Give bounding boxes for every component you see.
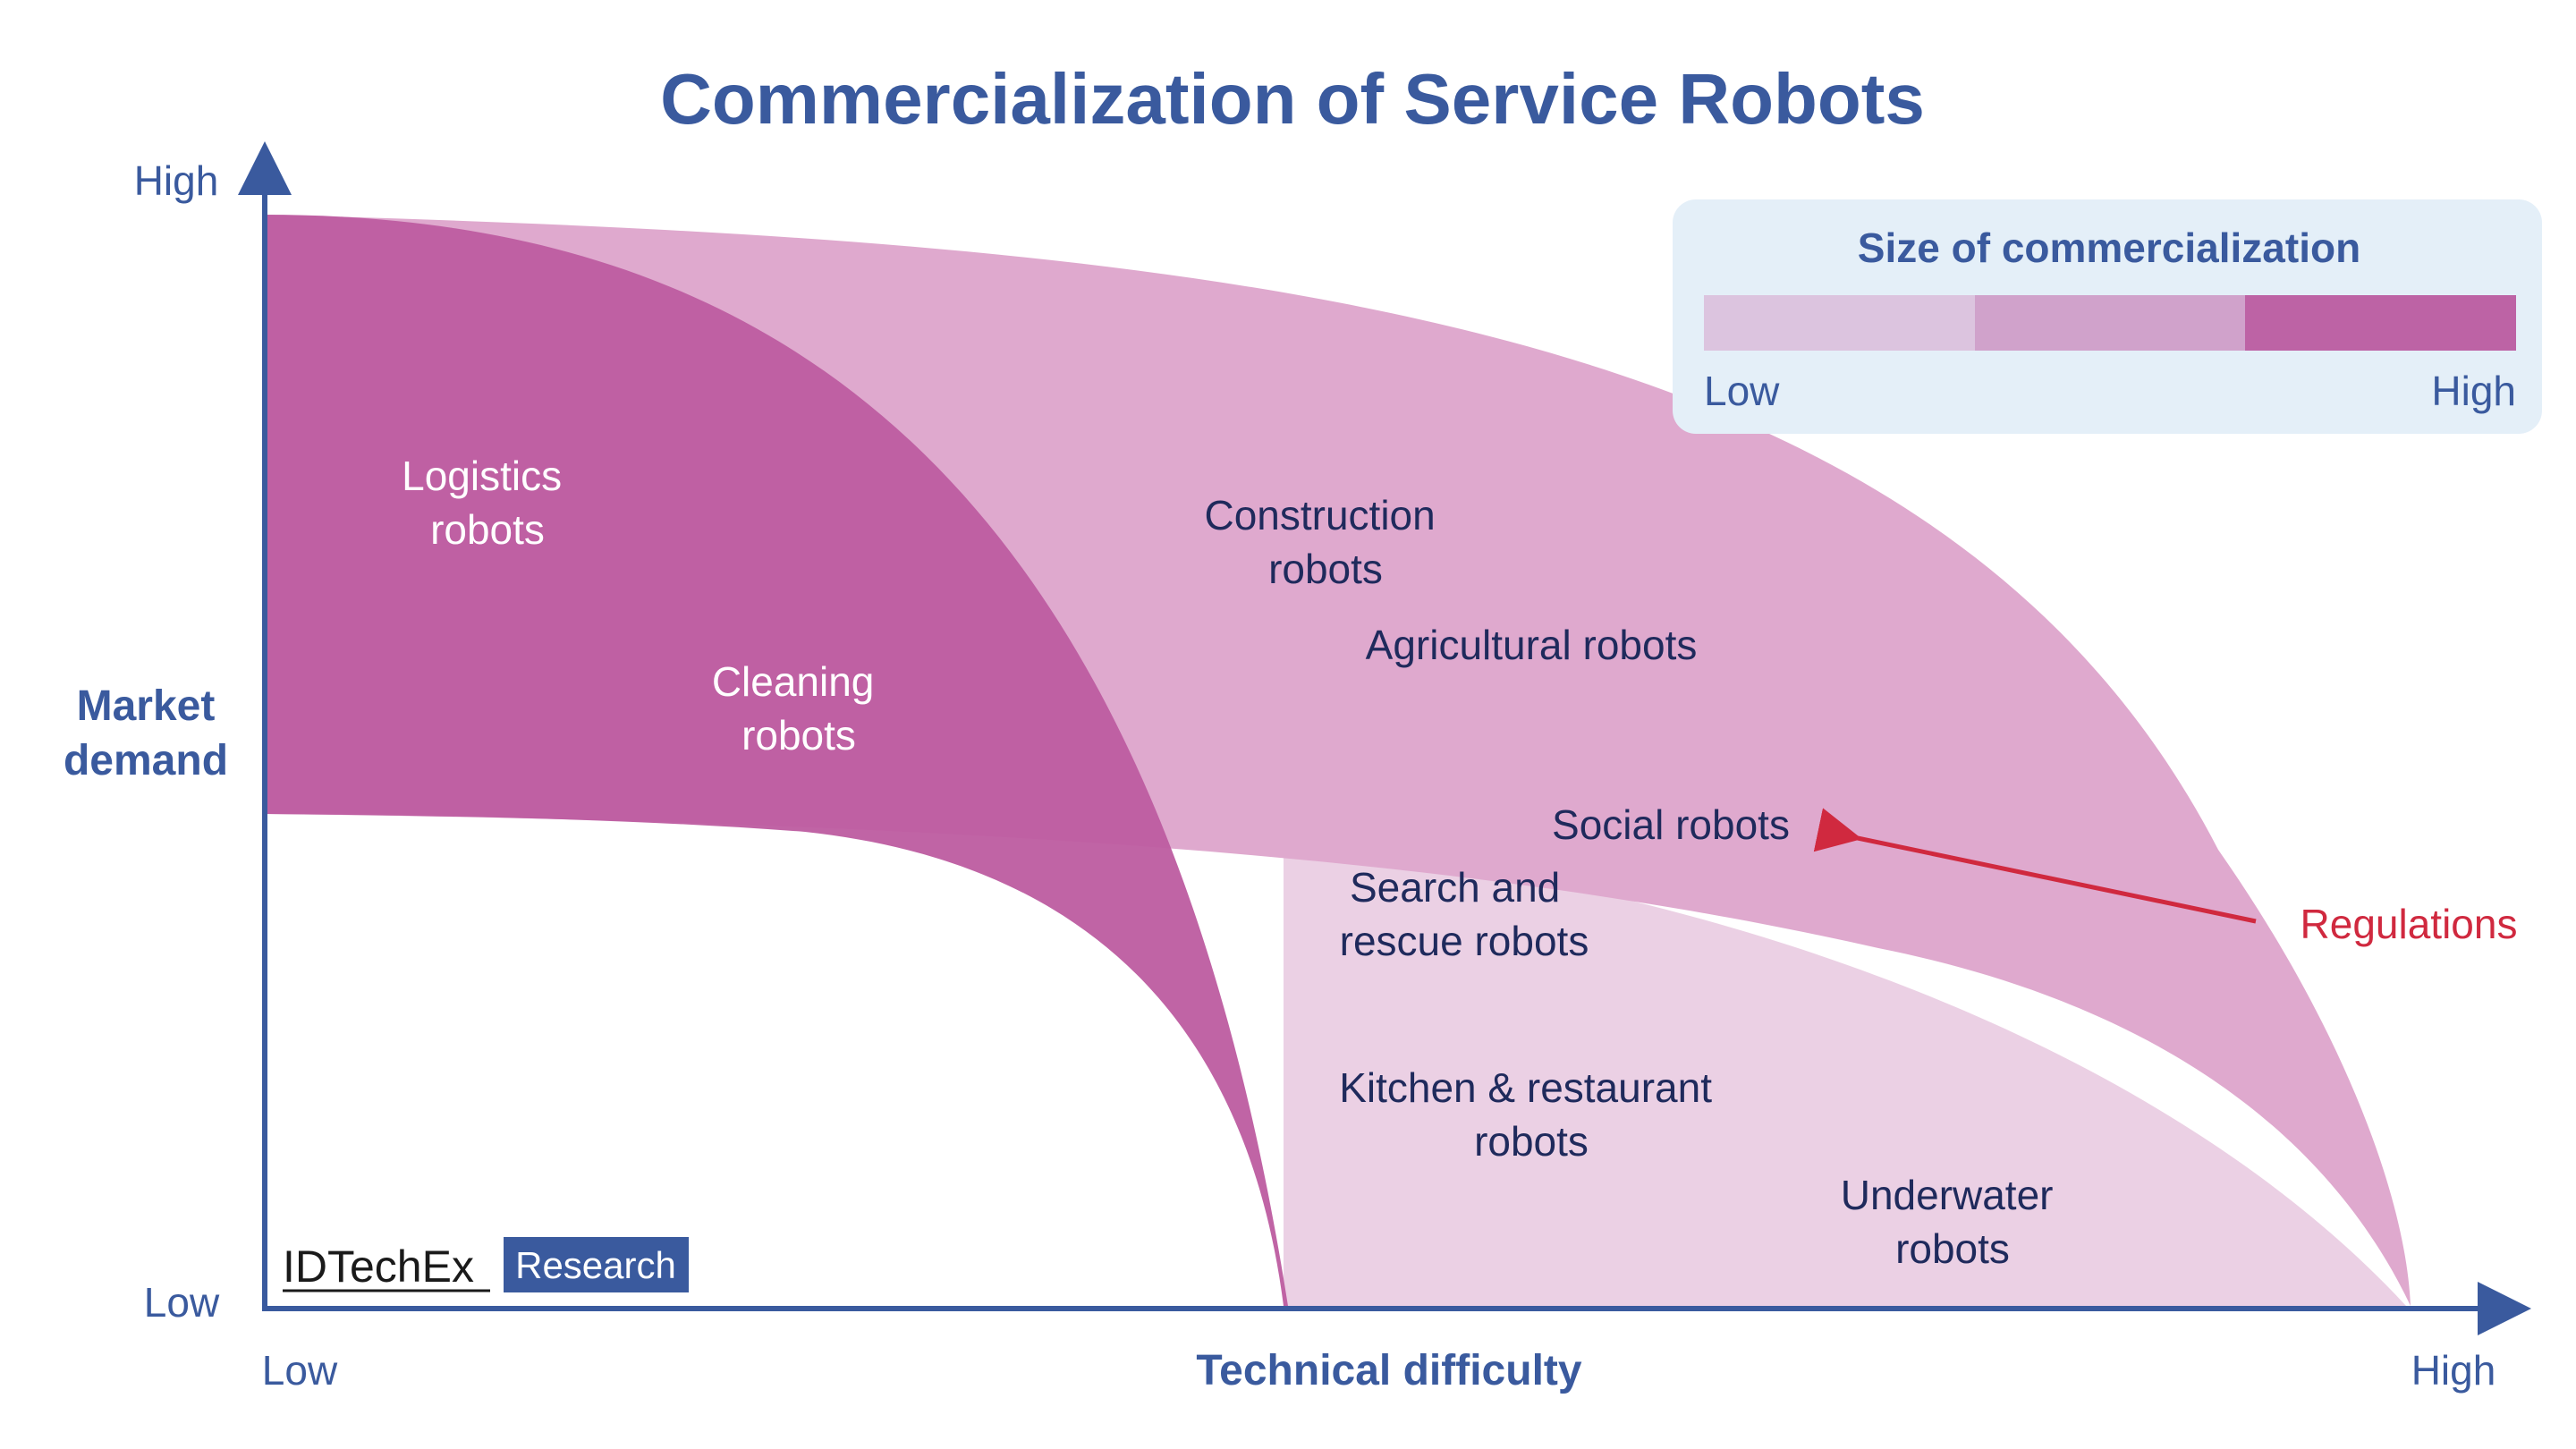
region-low xyxy=(1284,841,2406,1306)
legend-title: Size of commercialization xyxy=(1858,225,2360,271)
idtechex-logo: IDTechEx Research xyxy=(283,1237,689,1292)
legend-swatch-high xyxy=(2245,295,2516,351)
legend-high-label: High xyxy=(2431,368,2516,414)
x-axis-low-label: Low xyxy=(262,1347,338,1394)
region-high xyxy=(265,215,1288,1306)
label-social-robots: Social robots xyxy=(1552,801,1790,848)
label-construction-robots: Construction robots xyxy=(1204,492,1446,592)
legend-swatch-medium xyxy=(1975,295,2245,351)
label-underwater-robots: Underwater robots xyxy=(1841,1172,2065,1272)
legend: Size of commercialization Low High xyxy=(1673,199,2542,434)
logo-wordmark: IDTechEx xyxy=(283,1241,474,1292)
label-agricultural-robots: Agricultural robots xyxy=(1366,622,1698,668)
regulations-arrow xyxy=(1813,808,2257,924)
y-axis-high-label: High xyxy=(134,157,219,204)
label-cleaning-robots: Cleaning robots xyxy=(712,658,886,758)
x-axis-high-label: High xyxy=(2411,1347,2496,1394)
legend-swatch-low xyxy=(1704,295,1975,351)
y-axis-title-line2: demand xyxy=(64,737,228,784)
diagram-title: Commercialization of Service Robots xyxy=(660,59,1925,139)
y-axis-low-label: Low xyxy=(144,1279,220,1326)
label-kitchen-robots: Kitchen & restaurant robots xyxy=(1339,1064,1724,1165)
research-badge xyxy=(504,1237,689,1292)
x-axis-title: Technical difficulty xyxy=(1196,1347,1581,1394)
y-axis-title-line1: Market xyxy=(77,682,216,730)
label-search-rescue-robots: Search and rescue robots xyxy=(1340,864,1589,964)
label-logistics-robots: Logistics robots xyxy=(402,453,573,553)
research-badge-text: Research xyxy=(515,1244,676,1286)
legend-low-label: Low xyxy=(1704,368,1780,414)
regulations-label: Regulations xyxy=(2301,901,2518,947)
